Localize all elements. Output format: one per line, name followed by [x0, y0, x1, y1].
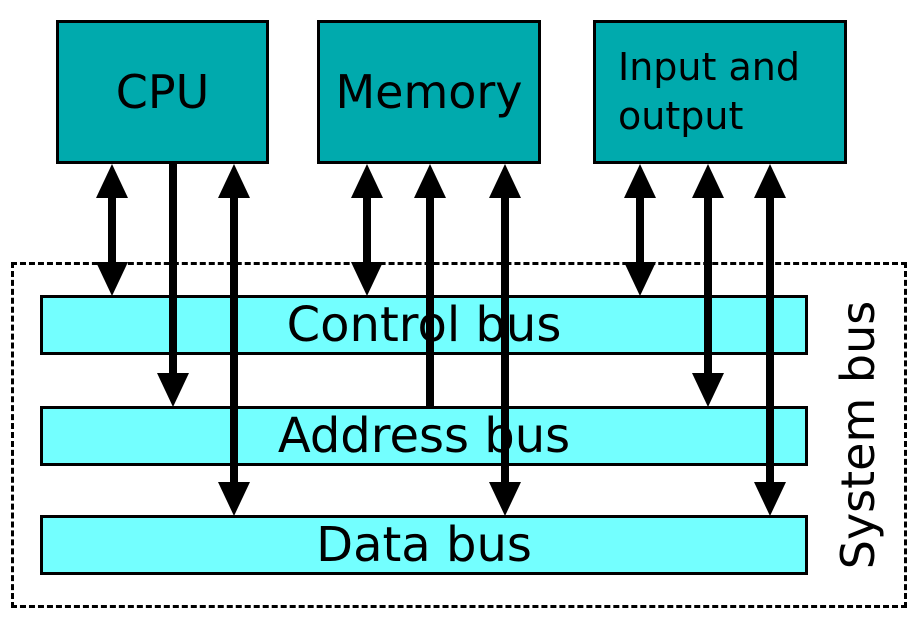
address-bus-label: Address bus	[277, 408, 571, 464]
data-bus-label: Data bus	[316, 517, 532, 573]
system-bus-label: System bus	[831, 300, 886, 570]
memory-box: Memory	[317, 20, 541, 164]
input-output-box: Input and output	[593, 20, 847, 164]
system-bus-boundary	[11, 262, 907, 608]
input-output-label: Input and output	[618, 44, 800, 138]
address-bus: Address bus	[40, 406, 808, 466]
data-bus: Data bus	[40, 515, 808, 575]
memory-label: Memory	[335, 64, 523, 119]
system-bus-label-column: System bus	[808, 262, 908, 608]
cpu-label: CPU	[115, 64, 210, 119]
control-bus-label: Control bus	[286, 297, 562, 353]
cpu-box: CPU	[56, 20, 269, 164]
control-bus: Control bus	[40, 295, 808, 355]
